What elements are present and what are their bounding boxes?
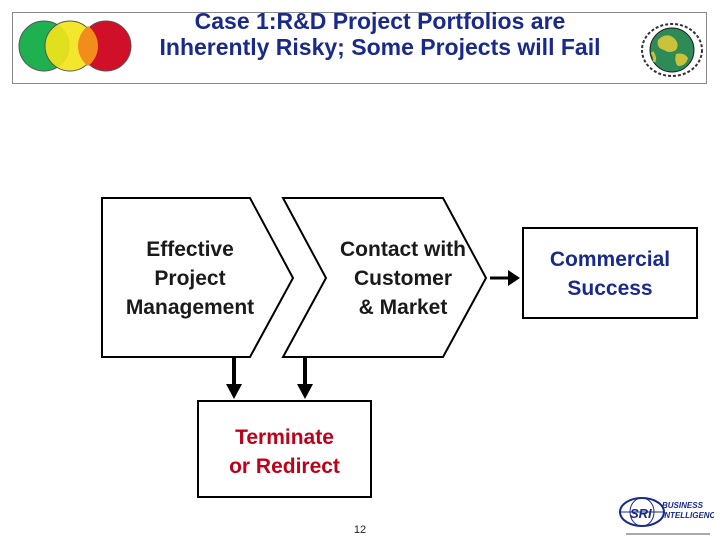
logo-line-2: INTELLIGENCE: [662, 511, 714, 520]
label-contact-customer-market: Contact with Customer & Market: [340, 238, 466, 319]
orange-overlap-fill: [81, 27, 95, 65]
logo-mark-text: SRI: [630, 506, 652, 521]
box-commercial-success: [522, 227, 698, 319]
label-commercial-success: Commercial Success: [549, 248, 671, 300]
arrow-down-right-head: [297, 384, 313, 399]
title-line-2: Inherently Risky; Some Projects will Fai…: [159, 34, 601, 60]
page-title: Case 1:R&D Project Portfolios are Inhere…: [120, 8, 640, 60]
label-effective-project-management: Effective Project Management: [125, 238, 255, 319]
page-number: 12: [353, 524, 367, 536]
arrow-down-left-head: [226, 384, 242, 399]
sri-business-intelligence-logo-icon: SRI BUSINESS INTELLIGENCE: [619, 497, 714, 535]
box-terminate-redirect: [197, 400, 372, 498]
box-effective-project-management: [101, 197, 295, 358]
chevron-contact-customer-market: [281, 197, 488, 358]
arrow-to-commercial-head: [508, 270, 520, 286]
label-terminate-redirect: Terminate or Redirect: [229, 426, 340, 478]
traffic-light-circles-icon: [18, 20, 132, 72]
globe-icon: [641, 23, 703, 77]
title-line-1: Case 1:R&D Project Portfolios are: [194, 8, 566, 34]
logo-line-1: BUSINESS: [662, 501, 704, 510]
